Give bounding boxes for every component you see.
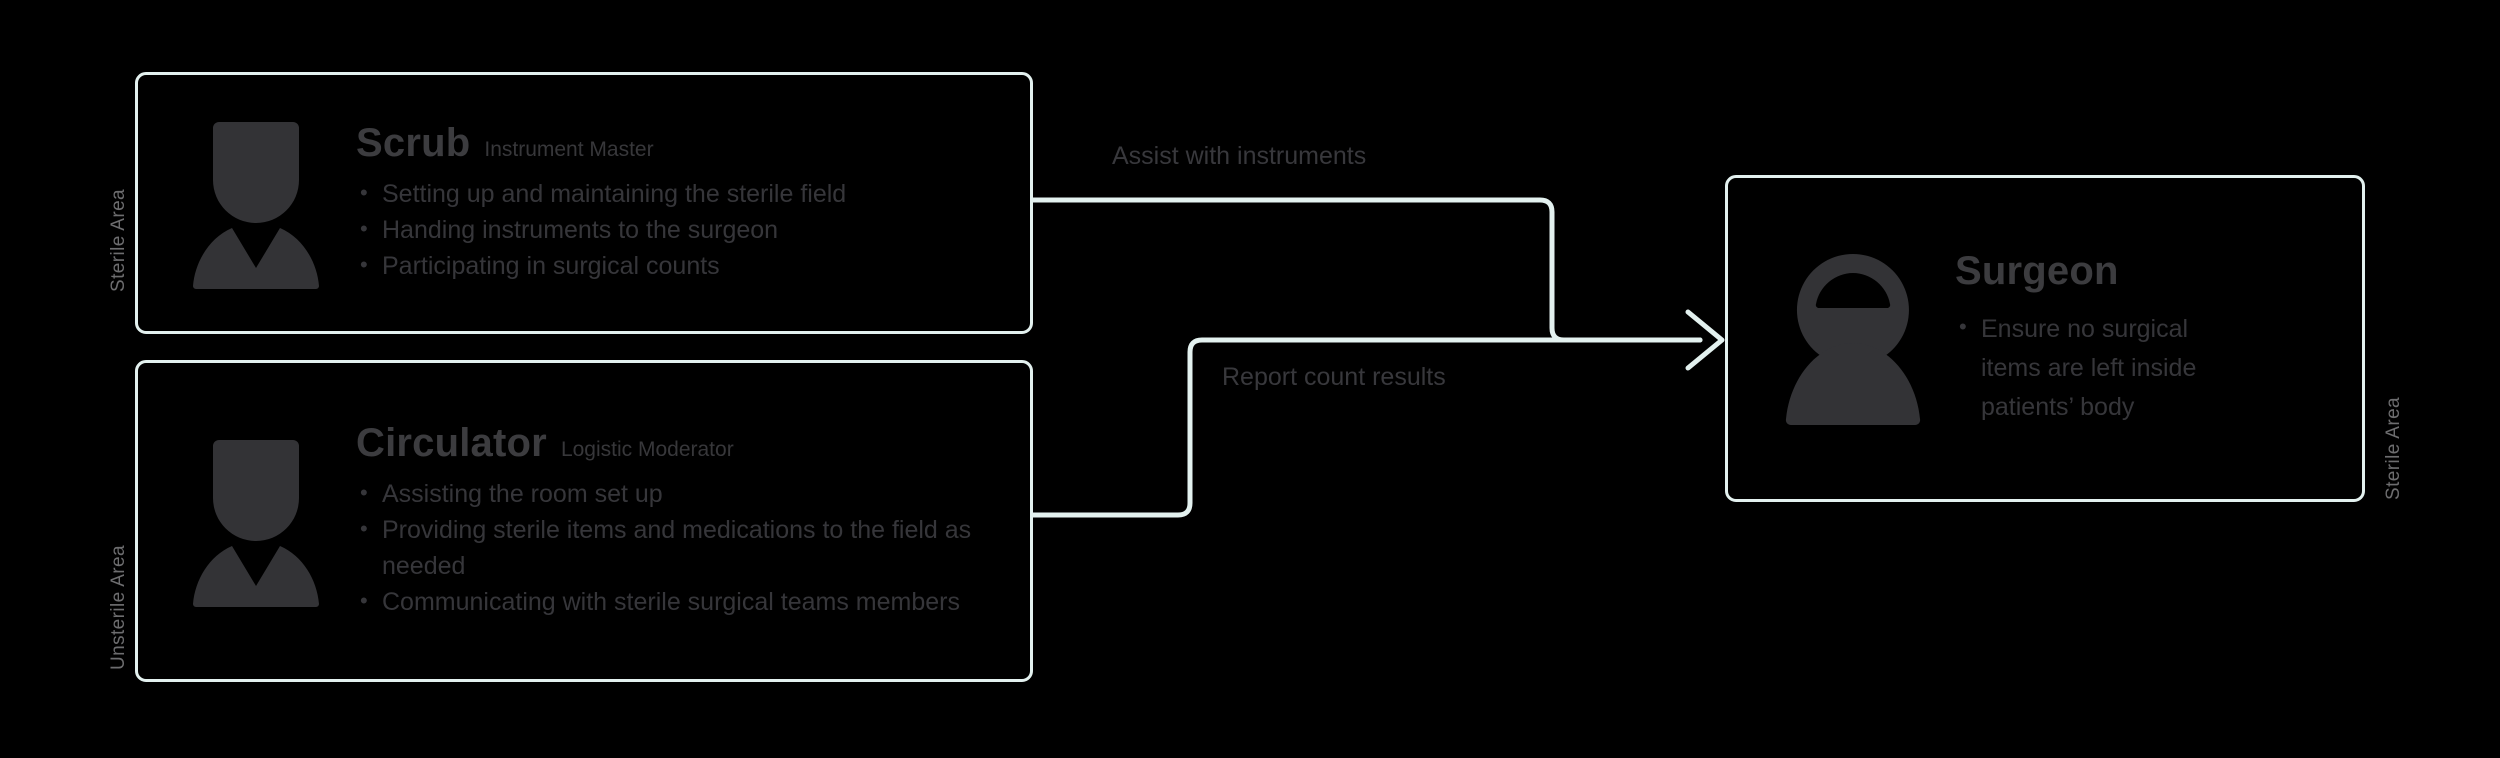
role-name-surgeon: Surgeon [1955, 249, 2119, 294]
duty-item: Providing sterile items and medications … [356, 512, 1010, 584]
role-card-scrub[interactable]: Scrub Instrument Master Setting up and m… [135, 72, 1033, 334]
role-name-scrub: Scrub [356, 121, 471, 165]
duty-item: Handing instruments to the surgeon [356, 212, 1010, 248]
duty-list-surgeon: Ensure no surgical items are left inside… [1955, 310, 2222, 426]
duty-item: Participating in surgical counts [356, 248, 1010, 284]
zone-label-sterile-area-left: Sterile Area [108, 188, 129, 292]
role-card-body: Scrub Instrument Master Setting up and m… [356, 122, 1030, 284]
connector-scrub-to-surgeon [1030, 197, 1703, 343]
role-subtitle-circulator: Logistic Moderator [560, 438, 734, 461]
edge-label-assist-with-instruments: Assist with instruments [1112, 142, 1367, 170]
role-card-body: Surgeon Ensure no surgical items are lef… [1955, 250, 2362, 426]
edge-label-report-count-results: Report count results [1222, 363, 1446, 391]
duty-item: Ensure no surgical items are left inside… [1955, 310, 2222, 426]
role-heading: Surgeon [1955, 250, 2222, 298]
nurse-icon [156, 116, 356, 291]
role-subtitle-scrub: Instrument Master [484, 138, 654, 161]
role-name-circulator: Circulator [356, 421, 547, 465]
surgeon-icon [1750, 251, 1955, 426]
duty-item: Setting up and maintaining the sterile f… [356, 176, 1010, 212]
role-card-surgeon[interactable]: Surgeon Ensure no surgical items are lef… [1725, 175, 2365, 502]
nurse-icon [156, 434, 356, 609]
duty-item: Assisting the room set up [356, 476, 1010, 512]
role-heading: Scrub Instrument Master [356, 122, 1010, 164]
role-card-circulator[interactable]: Circulator Logistic Moderator Assisting … [135, 360, 1033, 682]
duty-item: Communicating with sterile surgical team… [356, 584, 1010, 620]
zone-label-unsterile-area-left: Unsterile Area [108, 545, 129, 670]
role-heading: Circulator Logistic Moderator [356, 422, 1010, 464]
duty-list-scrub: Setting up and maintaining the sterile f… [356, 176, 1010, 284]
zone-label-sterile-area-right: Sterile Area [2383, 396, 2404, 500]
duty-list-circulator: Assisting the room set up Providing ster… [356, 476, 1010, 620]
arrowhead-icon [1685, 309, 1725, 371]
role-card-body: Circulator Logistic Moderator Assisting … [356, 422, 1030, 620]
